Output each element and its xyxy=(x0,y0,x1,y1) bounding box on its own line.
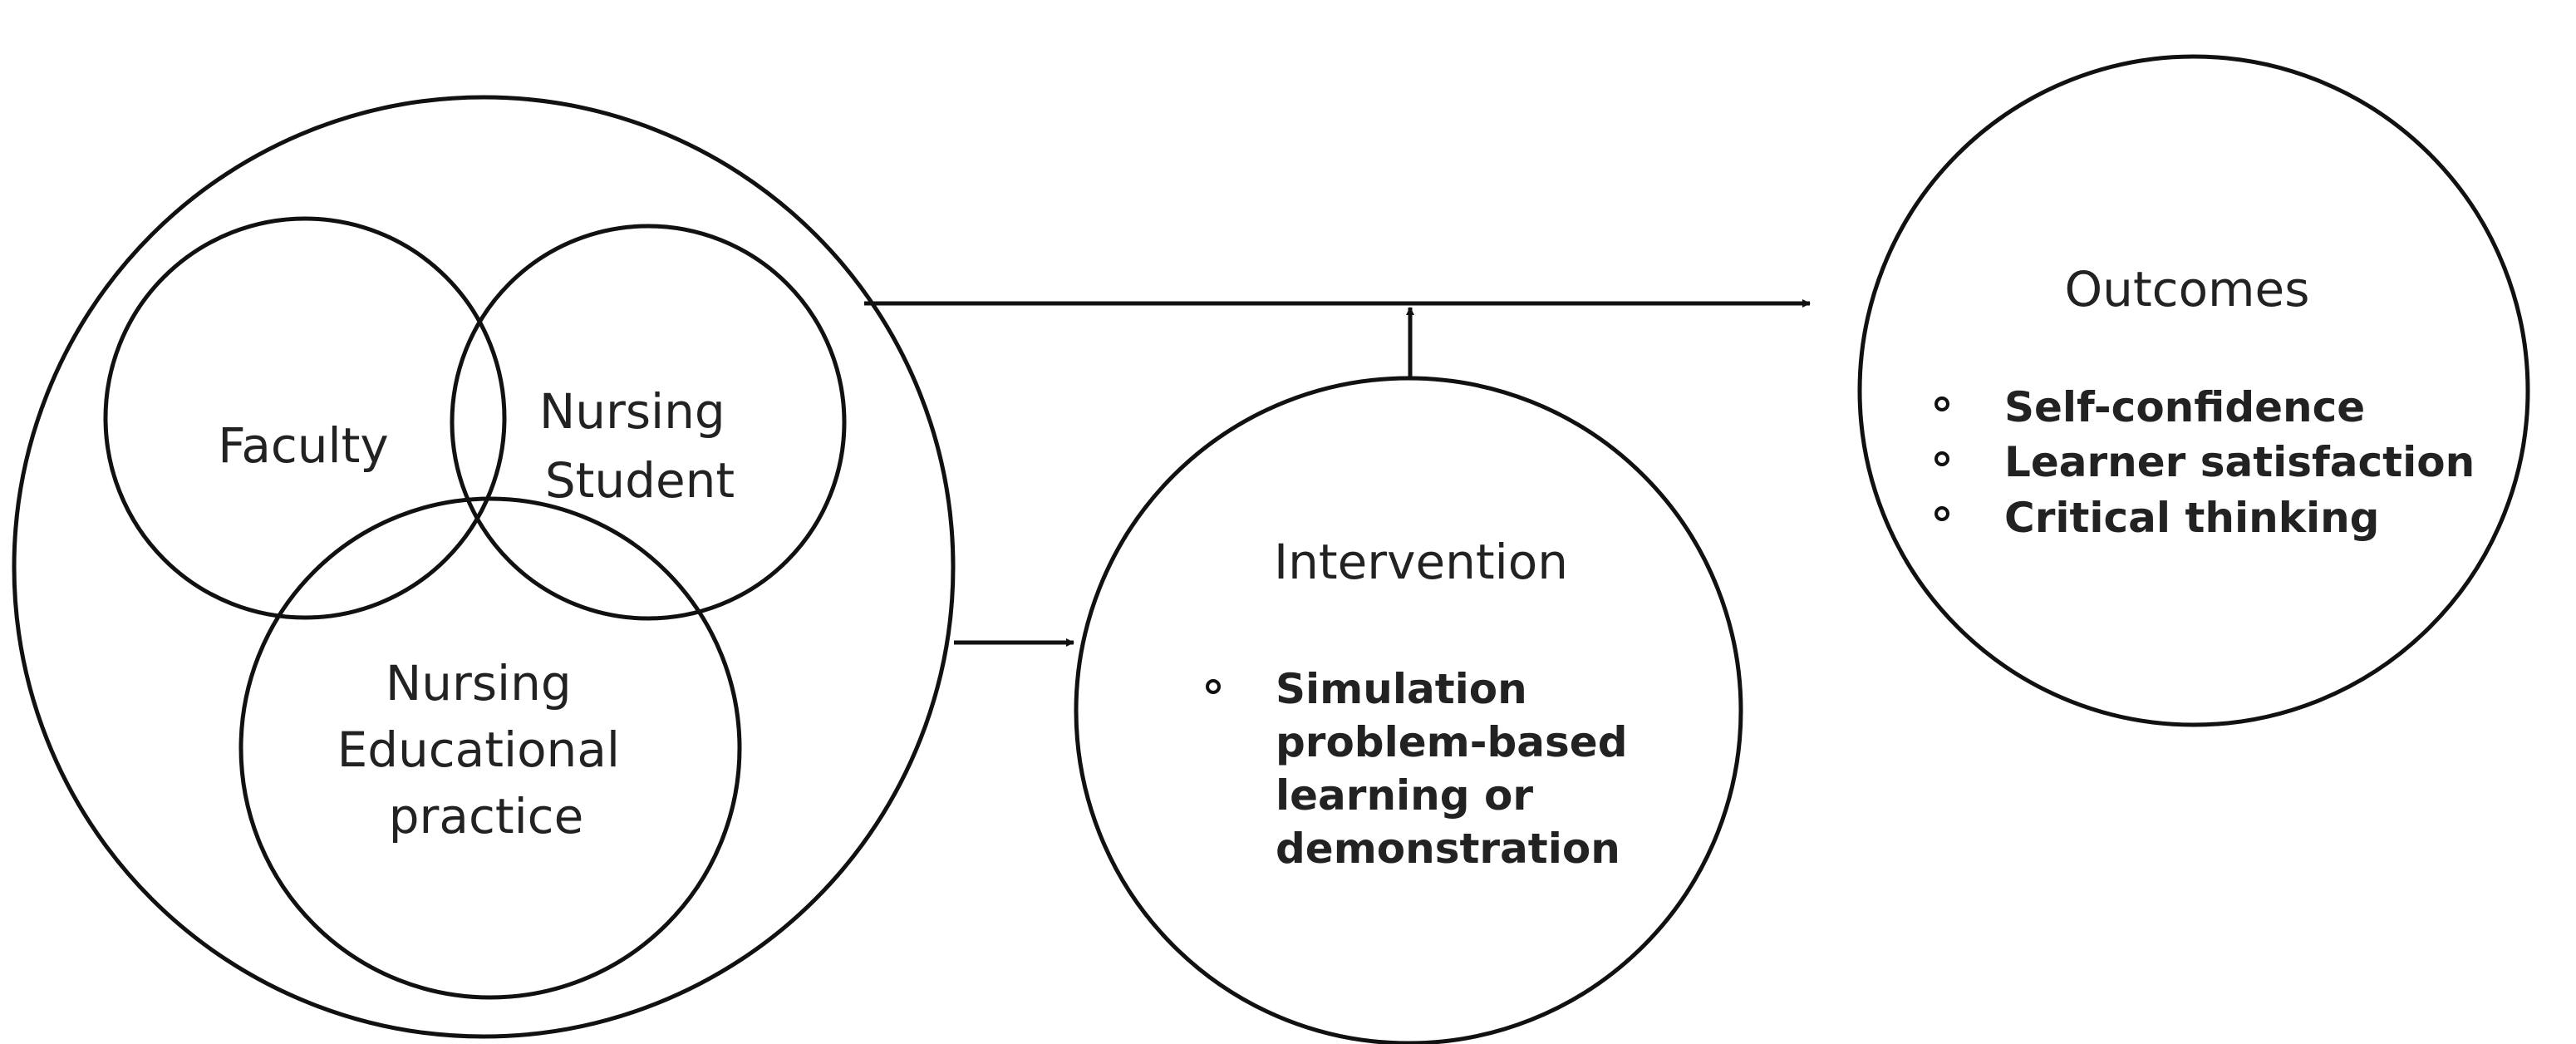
context-group: Faculty Nursing Student Nursing Educatio… xyxy=(12,95,956,1039)
intervention-bullet-icon xyxy=(1206,679,1221,694)
outcome-bullet-icon xyxy=(1934,396,1949,411)
outcomes-group: Outcomes Self-confidence Learner satisfa… xyxy=(1857,54,2530,727)
outcome-bullet-icon xyxy=(1934,506,1949,521)
intervention-title: Intervention xyxy=(1274,534,1568,590)
outcome-item: Self-confidence xyxy=(2004,383,2365,431)
nursing-educational-practice-label: Nursing Educational practice xyxy=(337,655,636,845)
outcome-item: Learner satisfaction xyxy=(2004,438,2475,486)
intervention-group: Intervention Simulation problem-based le… xyxy=(1074,376,1743,1044)
nursing-educational-practice-circle xyxy=(238,496,742,1000)
outcome-bullet-icon xyxy=(1934,451,1949,466)
context-outer-circle xyxy=(12,95,956,1039)
nursing-student-circle xyxy=(450,224,847,621)
outcomes-circle xyxy=(1857,54,2530,727)
nursing-student-label: Nursing Student xyxy=(539,383,740,509)
faculty-label: Faculty xyxy=(218,417,388,474)
intervention-item: Simulation problem-based learning or dem… xyxy=(1276,665,1642,873)
outcomes-title: Outcomes xyxy=(2065,261,2310,318)
faculty-circle xyxy=(103,216,507,620)
outcome-item: Critical thinking xyxy=(2004,494,2379,542)
